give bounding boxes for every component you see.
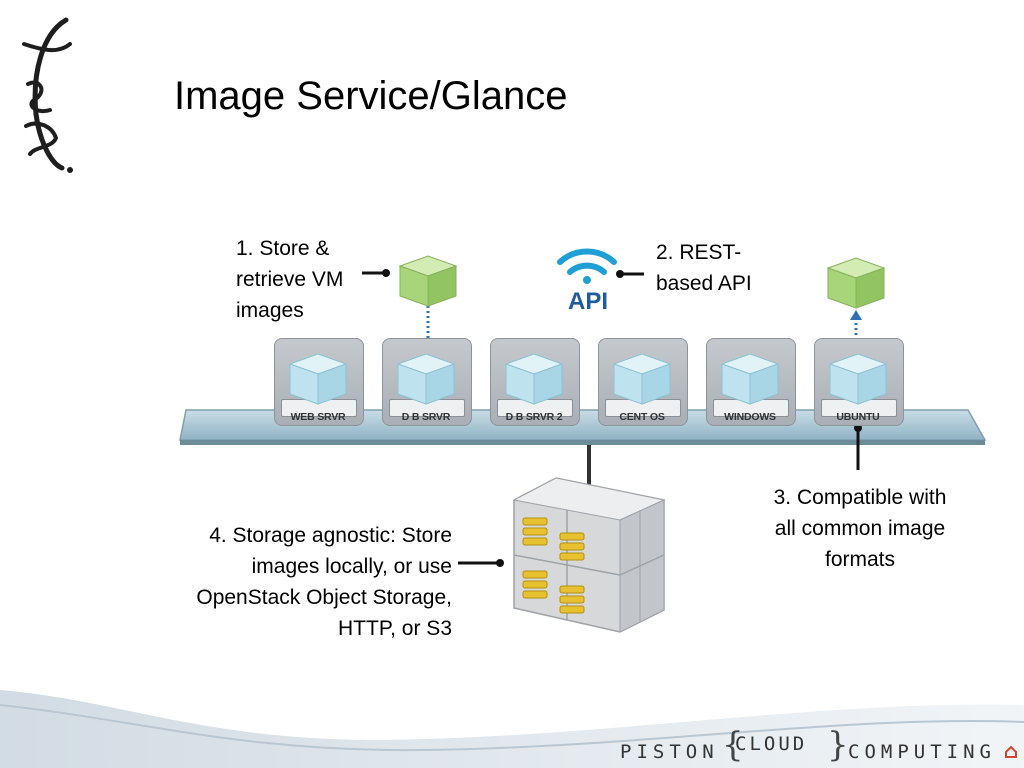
footer-brand-right: COMPUTING	[848, 741, 996, 763]
server-label-db-srvr: D B SRVR	[401, 411, 451, 423]
server-label-web-srvr: WEB SRVR	[290, 411, 346, 423]
callout-store-retrieve: 1. Store & retrieve VM images	[236, 237, 344, 322]
footer-brace-close: }	[827, 725, 849, 765]
piston-logo	[22, 17, 73, 173]
footer-brand-left: PISTON	[620, 741, 719, 763]
callout-compatible-formats: 3. Compatible with all common image form…	[773, 486, 947, 571]
callout-storage-agnostic: 4. Storage agnostic: Store images locall…	[196, 524, 452, 640]
vm-image-cube-left	[398, 255, 458, 307]
server-label-db-srvr-2: D B SRVR 2	[505, 411, 563, 423]
footer-brand-middle: CLOUD	[735, 733, 808, 755]
api-badge-label: API	[567, 288, 608, 315]
api-signal-icon	[557, 248, 617, 284]
server-web-srvr	[274, 338, 364, 426]
server-label-windows: WINDOWS	[724, 411, 776, 423]
server-windows	[706, 338, 796, 426]
server-label-ubuntu: UBUNTU	[836, 411, 880, 423]
server-db-srvr-2	[490, 338, 580, 426]
footer-house-icon	[1005, 745, 1017, 758]
callout-rest-api: 2. REST- based API	[656, 241, 752, 295]
vm-image-cube-right	[826, 257, 886, 309]
server-label-cent-os: CENT OS	[619, 411, 665, 423]
storage-block	[512, 477, 666, 633]
footer-brace-open: {	[722, 725, 744, 765]
slide-title: Image Service/Glance	[174, 74, 568, 118]
